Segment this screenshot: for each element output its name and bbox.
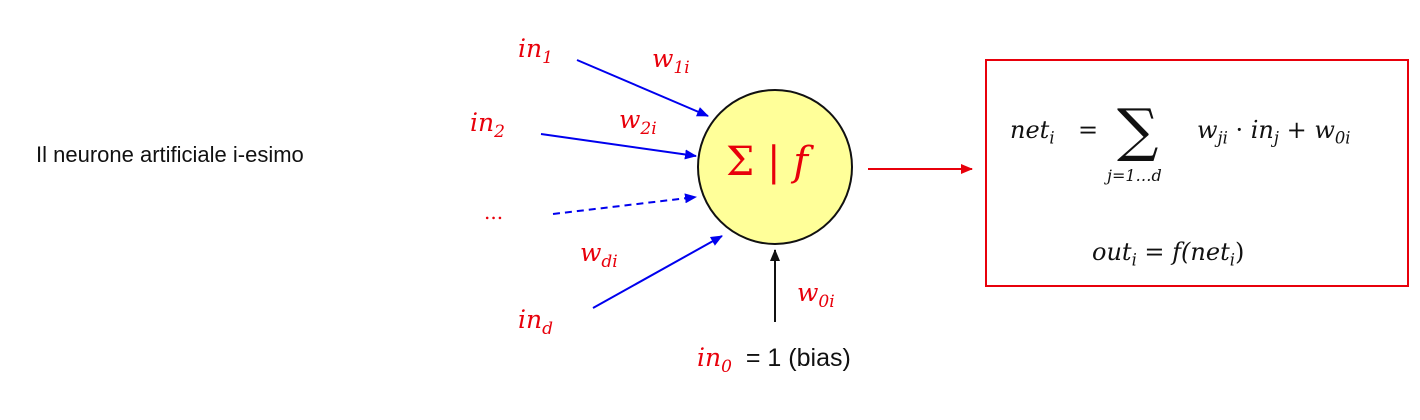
neuron-circle [697,89,853,245]
arrow-ind [592,235,723,309]
net-equals: = [1078,116,1099,144]
sigma-symbol: Σ [726,139,755,185]
arrow-in2 [540,133,697,160]
net-lhs: neti [1010,116,1055,148]
weight-w1i-label: w1i [652,44,690,78]
input-in2-label: in2 [470,108,505,142]
activation-f: f [793,139,809,185]
arrow-in1 [576,59,709,117]
formula-box [985,59,1409,287]
bias-value: = 1 (bias) [745,344,851,372]
diagram-caption: Il neurone artificiale i-esimo [36,142,304,167]
net-rhs: wji · inj + w0i [1197,116,1351,148]
weight-w0i-label: w0i [797,278,835,312]
out-formula: outi = f(neti) [1092,238,1245,270]
neuron-label: Σ | f [726,139,808,185]
arrow-dots [552,193,697,215]
summation-index: j=1…d [1107,166,1162,185]
weight-wdi-label: wdi [580,238,618,272]
input-dots-label: ... [484,200,504,224]
input-in1-label: in1 [518,34,553,68]
input-ind-label: ind [518,305,553,339]
bias-input-label: in0 = 1 (bias) [697,343,851,377]
weight-w2i-label: w2i [619,105,657,139]
summation-symbol: ∑ [1117,96,1159,164]
separator: | [767,139,781,185]
